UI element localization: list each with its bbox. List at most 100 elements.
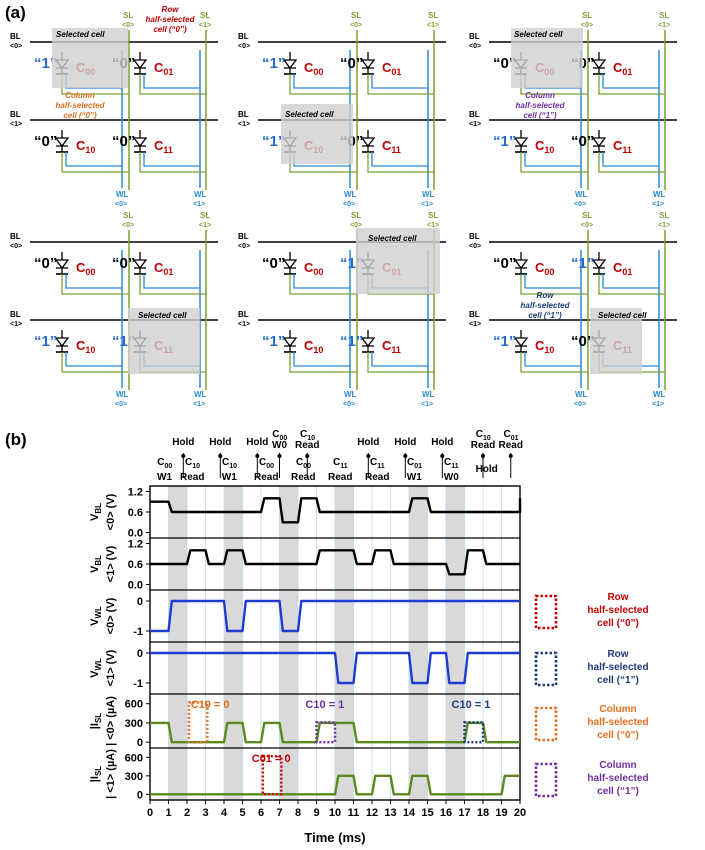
op-dot: [481, 454, 485, 458]
legend-label: half-selected: [587, 717, 648, 728]
sl0-index: <0>: [350, 22, 362, 29]
y-tick-label: 300: [125, 771, 143, 783]
y-axis-label: VWL: [89, 606, 103, 626]
sl0-label: SL: [123, 211, 133, 220]
bl0-index: <0>: [10, 43, 22, 50]
diode-icon: [513, 259, 529, 270]
annot-box-column-0: [187, 701, 209, 744]
op-top-label: W0: [272, 440, 287, 451]
sl0-label: SL: [351, 211, 361, 220]
op-top-label: Hold: [172, 437, 194, 448]
bl0-label: BL: [469, 232, 480, 241]
y-tick-label: 600: [125, 752, 143, 764]
legend-label: Row: [607, 592, 628, 603]
cell-value: “1”: [493, 133, 516, 150]
cell-value: “0”: [112, 133, 135, 150]
sl0-index: <0>: [122, 222, 134, 229]
sl0-label: SL: [582, 211, 592, 220]
cell-value: “1”: [34, 333, 57, 350]
op-bottom-label: C: [407, 457, 414, 468]
legend-swatch: [534, 594, 558, 630]
cell-name: C10: [535, 338, 554, 355]
diode-icon: [360, 59, 376, 70]
y-tick-label: 1.2: [128, 538, 143, 550]
cell-to-wl: [371, 152, 428, 167]
sl1-label: SL: [428, 11, 438, 20]
bl0-index: <0>: [10, 243, 22, 250]
cell-to-wl: [65, 352, 122, 367]
diode-icon: [591, 59, 607, 70]
x-tick-label: 6: [258, 807, 264, 819]
sl0-index: <0>: [350, 222, 362, 229]
row-half-selected-1-note: cell (“1”): [528, 311, 562, 320]
wl0-index: <0>: [115, 401, 127, 408]
cell-to-wl: [371, 352, 428, 367]
op-bottom-label: W1: [157, 472, 172, 483]
wl0-label: WL: [116, 390, 129, 399]
op-bottom-label: C: [259, 457, 266, 468]
cell-name: C01: [382, 60, 401, 77]
y-tick-label: 0.6: [128, 507, 143, 519]
y-tick-label: 0: [137, 648, 143, 660]
op-bottom-sub: 10: [229, 463, 237, 470]
selected-cell-label: Selected cell: [138, 311, 187, 320]
x-tick-label: 5: [239, 807, 245, 819]
y-axis-label-unit: <1> (V): [105, 545, 117, 582]
series-line-2: [150, 599, 520, 633]
op-bottom-sub: 10: [192, 463, 200, 470]
cell-name: C00: [304, 60, 323, 77]
x-tick-label: 13: [384, 807, 396, 819]
op-top-label: Hold: [209, 437, 231, 448]
column-half-selected-1-note: Column: [525, 91, 555, 100]
x-tick-label: 8: [295, 807, 301, 819]
selected-cell-label: Selected cell: [56, 30, 105, 39]
op-top-label: Read: [471, 440, 495, 451]
cell-value: “1”: [571, 255, 594, 272]
op-dot: [181, 454, 186, 458]
bl1-index: <1>: [10, 321, 22, 328]
op-dot: [403, 454, 408, 458]
sl1-label: SL: [659, 211, 669, 220]
sl1-index: <1>: [427, 222, 439, 229]
sl1-index: <1>: [199, 22, 211, 29]
row-half-selected-0-note: Row: [162, 5, 180, 14]
cell-to-sl: [367, 74, 434, 95]
cell-to-sl: [61, 274, 129, 295]
cell-to-wl: [524, 274, 581, 289]
op-top-label: C: [476, 429, 483, 440]
cell-to-sl: [289, 74, 357, 95]
series-line-1: [150, 549, 520, 576]
cell-value: “0”: [571, 333, 594, 350]
op-bottom-label: C: [157, 457, 164, 468]
read-band: [168, 486, 187, 800]
cell-value: “1”: [34, 55, 57, 72]
bl1-label: BL: [10, 110, 21, 119]
wl0-label: WL: [575, 190, 588, 199]
y-axis-label: |ISL: [89, 713, 103, 729]
op-bottom-label: Read: [180, 472, 204, 483]
cell-value: “1”: [493, 333, 516, 350]
x-tick-label: 14: [403, 807, 416, 819]
x-tick-label: 20: [514, 807, 526, 819]
wl1-label: WL: [194, 190, 207, 199]
cell-to-wl: [143, 152, 200, 167]
y-axis-label-unit: <1> (V): [105, 649, 117, 686]
op-bottom-label: W1: [222, 472, 237, 483]
diode-icon: [282, 337, 298, 348]
series-line-5: [150, 774, 520, 796]
x-tick-label: 3: [202, 807, 208, 819]
legend-label: half-selected: [587, 605, 648, 616]
y-axis-label-unit: <0> (V): [105, 597, 117, 634]
cell-value: “1”: [262, 55, 285, 72]
bl1-index: <1>: [469, 121, 481, 128]
wl1-label: WL: [422, 390, 435, 399]
sl1-label: SL: [659, 11, 669, 20]
wl1-index: <1>: [652, 401, 664, 408]
cell-name: C10: [76, 138, 95, 155]
cell-value: “0”: [571, 133, 594, 150]
cell-to-sl: [139, 74, 206, 95]
diode-icon: [54, 259, 70, 270]
bl1-label: BL: [238, 110, 249, 119]
row-half-selected-0-note: cell (“0”): [153, 25, 187, 34]
wl1-label: WL: [422, 190, 435, 199]
